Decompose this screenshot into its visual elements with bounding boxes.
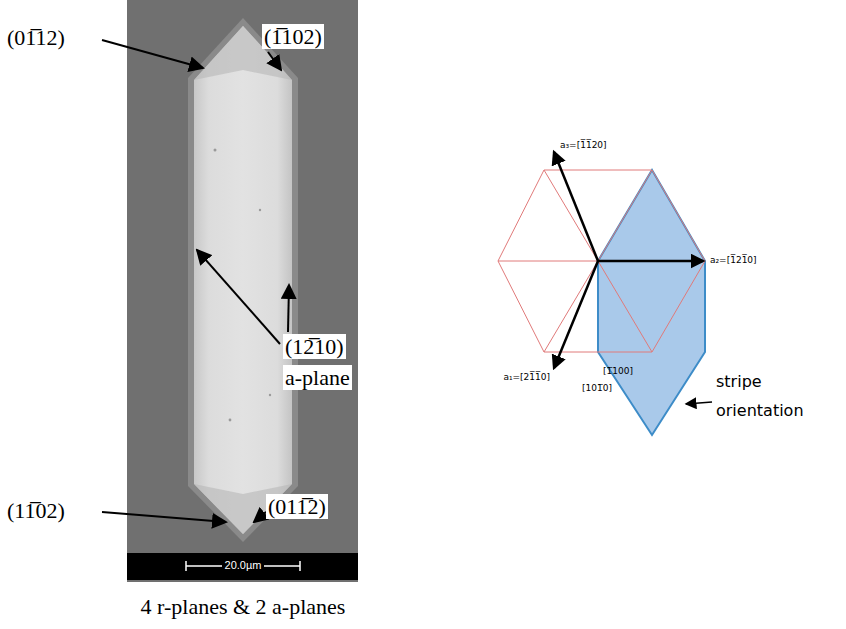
crystal-halo <box>188 18 298 542</box>
direction-label: [1̅100] <box>603 366 633 376</box>
sem-background <box>127 0 358 582</box>
plane-label: (011̅2) <box>266 494 328 519</box>
plane-label: (1̅102) <box>262 24 324 49</box>
axis-arrow <box>554 152 598 261</box>
scale-label: 20.0µm <box>222 559 265 572</box>
leader-arrow <box>288 285 289 332</box>
axis-label: a₃=[1̅1̅20] <box>560 140 607 150</box>
figure-caption: 4 r-planes & 2 a-planes <box>141 594 346 619</box>
annotation: stripe orientation <box>716 368 828 426</box>
sem-crystal <box>194 26 292 534</box>
axis-label: a₁=[21̅1̅0] <box>503 372 550 382</box>
leader-arrow <box>197 250 280 344</box>
leader-arrow <box>102 512 226 522</box>
direction-label: [101̅0] <box>582 383 612 393</box>
plane-label: (12̅10) <box>283 334 346 359</box>
scale-bar-band <box>127 553 358 580</box>
stripe-shape <box>598 170 705 435</box>
plane-label: (11̅02) <box>5 498 67 523</box>
hexagon-grid <box>498 170 705 352</box>
plane-label: a-plane <box>283 365 352 390</box>
axis-arrow <box>554 261 598 368</box>
leader-arrow <box>254 512 266 522</box>
leader-arrow <box>268 52 281 70</box>
plane-label: (01̅12) <box>5 25 67 50</box>
axis-arrow <box>598 260 703 263</box>
leader-arrow <box>102 40 203 68</box>
leader-arrow <box>686 402 712 404</box>
axis-label: a₂=[1̅21̅0] <box>710 255 757 265</box>
